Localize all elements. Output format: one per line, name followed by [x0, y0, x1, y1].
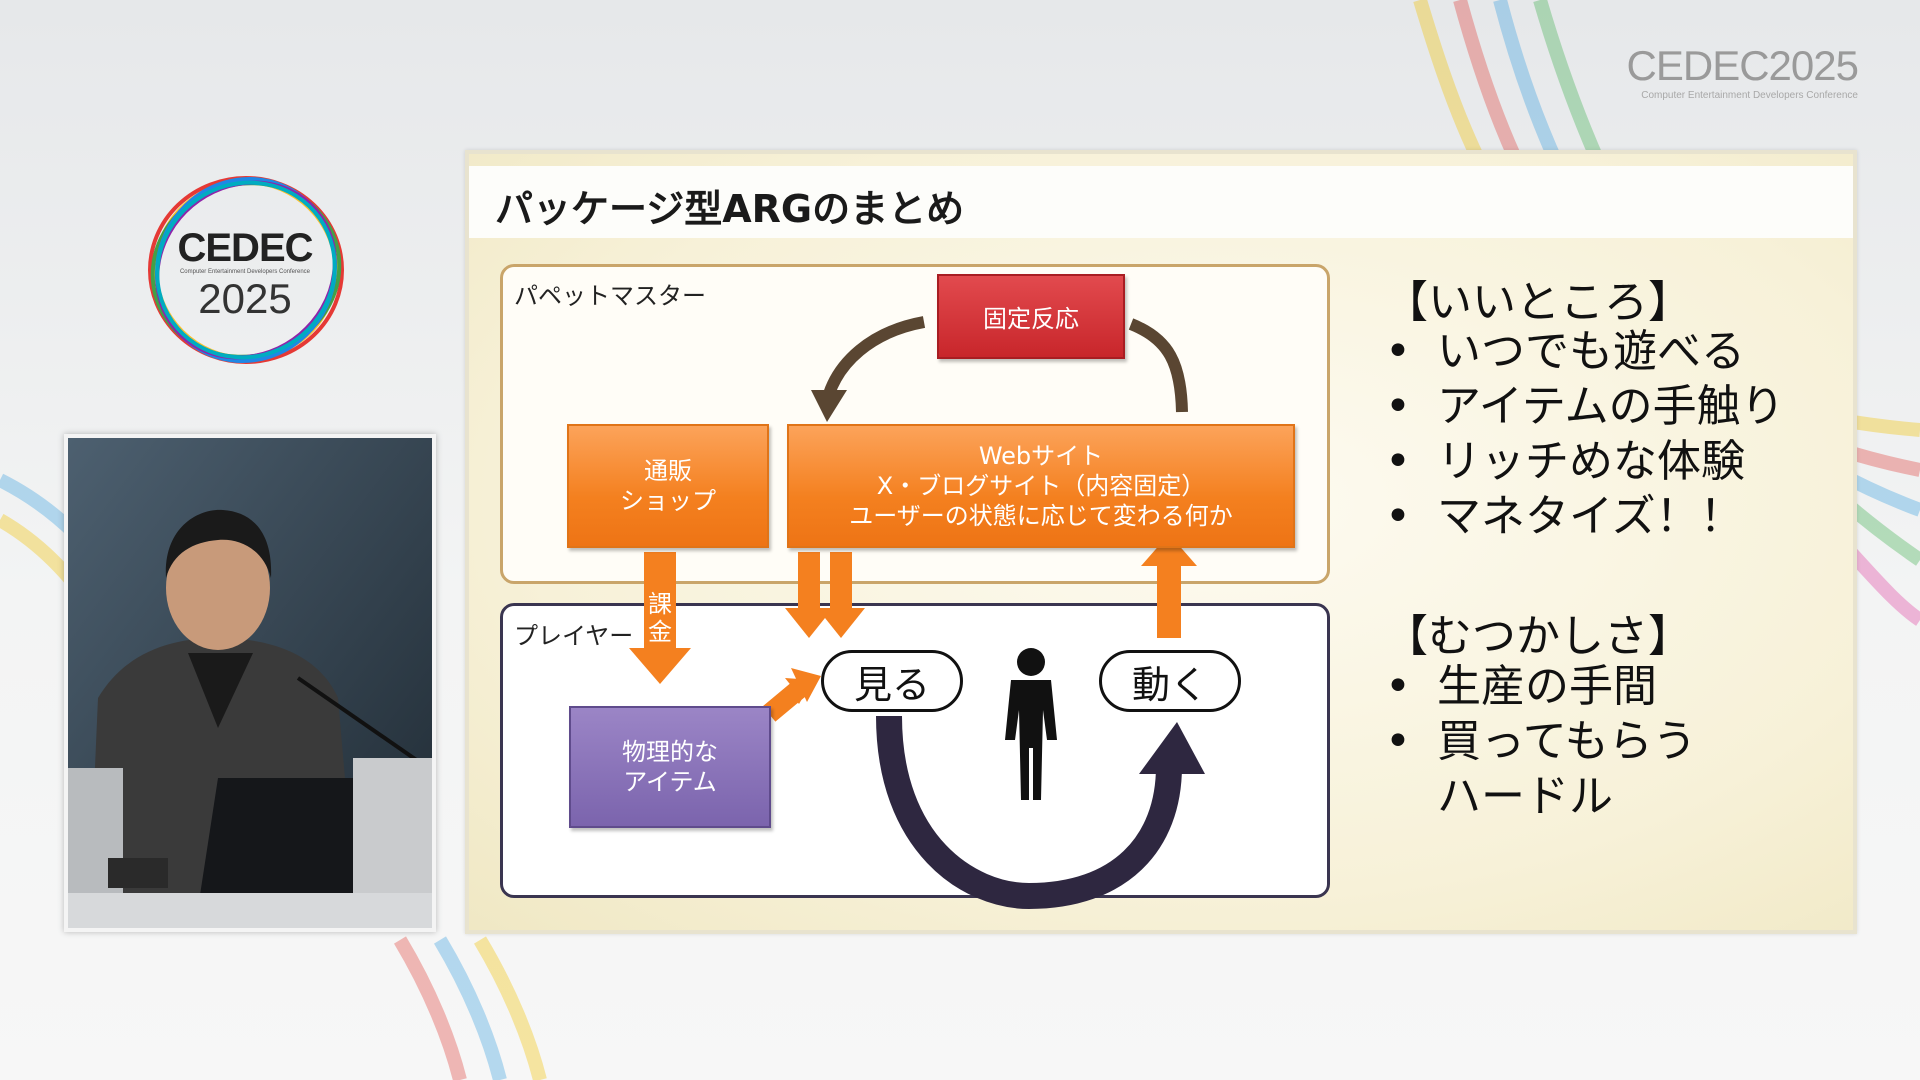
- list-item: • いつでも遊べる: [1379, 324, 1785, 379]
- cycle-arrow-icon: [876, 715, 1182, 910]
- round-logo-year: 2025: [198, 275, 292, 322]
- speaker-camera-feed: [64, 434, 436, 932]
- logo-ring-icon: [148, 176, 344, 364]
- flow-arrows: [629, 316, 1205, 910]
- list-item-text: アイテムの手触り: [1437, 381, 1785, 432]
- difficulties-list: • 生産の手間 • 買ってもらう ハードル: [1379, 659, 1697, 824]
- slide-title: パッケージ型ARGのまとめ: [495, 187, 965, 231]
- list-item-text: リッチめな体験: [1437, 436, 1745, 487]
- item-to-see-arrow-icon: [762, 668, 821, 722]
- bullet: •: [1385, 326, 1411, 377]
- person-icon: [1005, 648, 1057, 800]
- good-points-list: • いつでも遊べる • アイテムの手触り • リッチめな体験 • マネタイズ！！: [1379, 324, 1785, 544]
- list-item: • アイテムの手触り: [1379, 379, 1785, 434]
- good-points-heading: 【いいところ】: [1384, 277, 1692, 328]
- item-line: 物理的な: [622, 738, 718, 766]
- loop-arrow-left-icon: [823, 316, 926, 397]
- loop-arrow-right-icon: [1128, 318, 1188, 413]
- speaker-video-image: [68, 438, 432, 928]
- header-logo-tagline: Computer Entertainment Developers Confer…: [1641, 90, 1858, 101]
- billing-char: 課: [648, 590, 672, 618]
- slide-title-bar: [469, 166, 1853, 238]
- cycle-arrow-head-icon: [1139, 722, 1205, 774]
- round-logo-name: CEDEC: [177, 226, 313, 270]
- list-item-text: ハードル: [1437, 771, 1613, 822]
- billing-arrow-icon: [629, 552, 691, 684]
- bullet: •: [1385, 716, 1411, 767]
- list-item-text: いつでも遊べる: [1437, 326, 1745, 377]
- list-item-text: 買ってもらう: [1437, 716, 1697, 767]
- web-line: Webサイト: [978, 442, 1104, 470]
- billing-label: 課 金: [645, 590, 675, 646]
- bullet: •: [1385, 381, 1411, 432]
- difficulties-heading: 【むつかしさ】: [1384, 611, 1692, 662]
- billing-char: 金: [648, 618, 672, 646]
- shop-line: 通販: [644, 457, 692, 485]
- item-line: アイテム: [623, 768, 717, 796]
- list-item-text: マネタイズ！！: [1437, 491, 1744, 542]
- fixed-response-box: 固定反応: [937, 274, 1125, 359]
- loop-arrow-head-icon: [811, 390, 847, 422]
- web-line: X・ブログサイト（内容固定）: [876, 472, 1206, 500]
- see-pill: 見る: [821, 650, 963, 712]
- presentation-slide: パッケージ型ARGのまとめ パペットマスター プレイヤー: [465, 150, 1857, 934]
- web-down-arrows-icon: [785, 552, 865, 638]
- bullet: •: [1385, 661, 1411, 712]
- round-logo-tagline: Computer Entertainment Developers Confer…: [179, 269, 311, 275]
- header-logo-name: CEDEC2025: [1626, 42, 1859, 89]
- list-item: • 買ってもらう: [1379, 714, 1697, 769]
- list-item: • 生産の手間: [1379, 659, 1697, 714]
- player-label: プレイヤー: [514, 616, 638, 651]
- list-item: • リッチめな体験: [1379, 434, 1785, 489]
- move-pill: 動く: [1099, 650, 1241, 712]
- physical-item-box: 物理的な アイテム: [569, 706, 771, 828]
- web-line: ユーザーの状態に応じて変わる何か: [849, 502, 1233, 530]
- move-up-arrow-icon: [1141, 534, 1197, 638]
- list-item-text: 生産の手間: [1437, 661, 1657, 712]
- list-item-continuation: ハードル: [1379, 769, 1697, 824]
- mail-order-shop-box: 通販 ショップ: [567, 424, 769, 548]
- shop-line: ショップ: [620, 487, 716, 515]
- cedec-header-logo: CEDEC2025 Computer Entertainment Develop…: [1618, 42, 1859, 104]
- bullet: •: [1385, 436, 1411, 487]
- cedec-round-logo: CEDEC Computer Entertainment Developers …: [140, 160, 360, 380]
- puppet-master-label: パペットマスター: [514, 282, 706, 310]
- website-box: Webサイト X・ブログサイト（内容固定） ユーザーの状態に応じて変わる何か: [787, 424, 1295, 548]
- list-item: • マネタイズ！！: [1379, 489, 1785, 544]
- bullet: •: [1385, 491, 1411, 542]
